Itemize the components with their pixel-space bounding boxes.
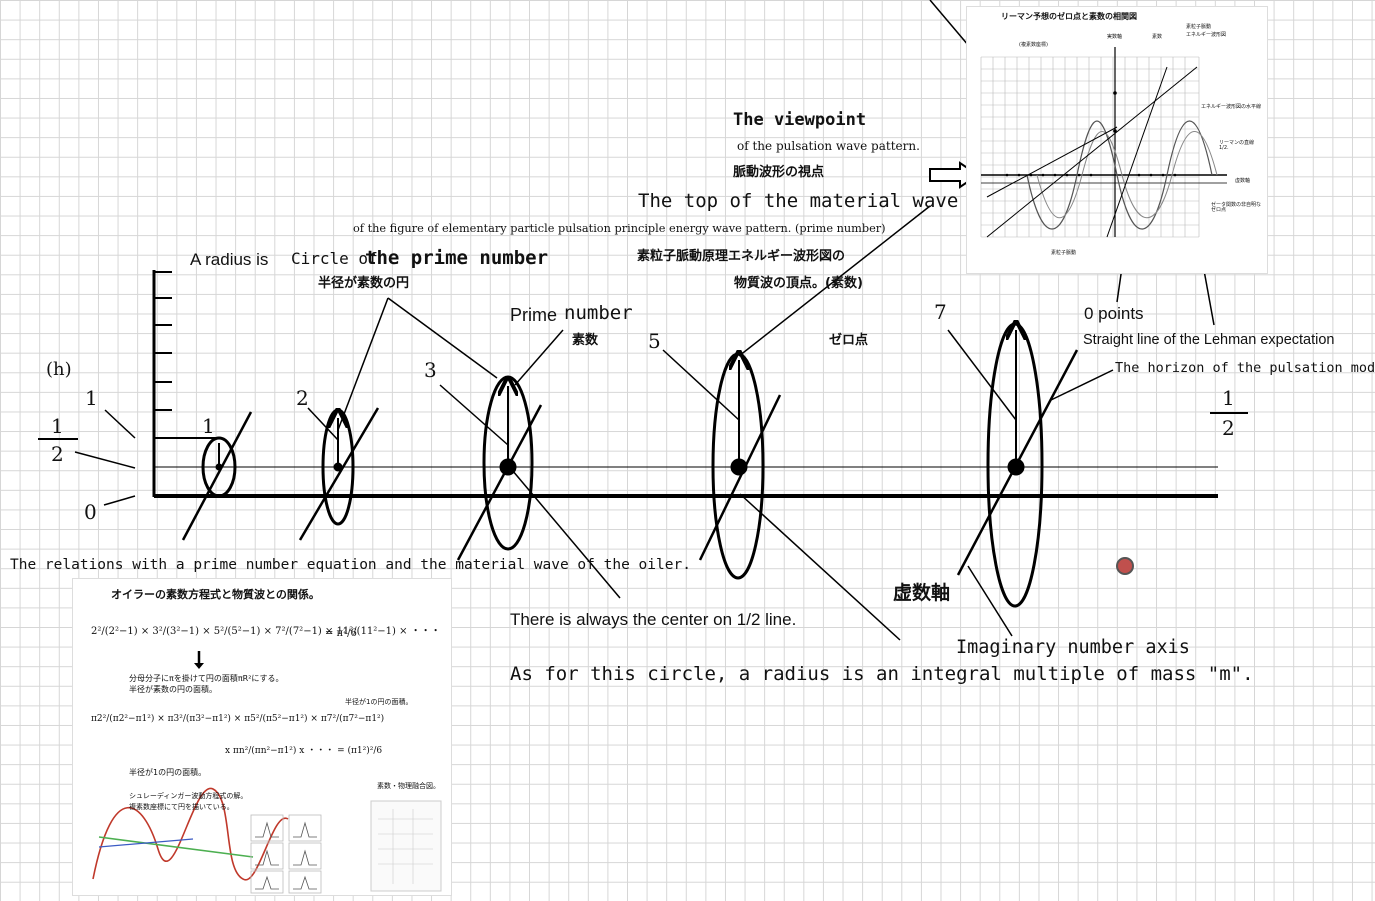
euler-title: オイラーの素数方程式と物質波との関係。 [111,588,320,601]
radius-label-5: 5 [648,329,661,353]
euler-eq1-rhs: = π²/6 [325,628,357,639]
y-ticks [154,271,172,439]
imaginary-axis-label: Imaginary number axis [956,637,1190,658]
right-half-num: 1 [1222,386,1235,410]
inset-particle: 素粒子脈動 [1186,24,1212,30]
y-tick-0: 0 [84,500,97,524]
euler-note1: 分母分子にπを掛けて円の面積πR²にする。 [129,674,284,683]
euler-eq2: π2²/(π2²−π1²) × π3²/(π3²−π1²) × π5²/(π5²… [91,714,385,724]
circle-radius-1 [167,411,253,541]
viewpoint-title: The viewpoint [733,110,867,130]
euler-note4: 半径が1の円の面積。 [129,768,207,777]
euler-fusion: 素数・物理融合図。 [377,782,440,790]
euler-eq3: x πn²/(πn²−π1²) x ・・・ = (π1²)²/6 [225,746,383,756]
horizon-label: The horizon of the pulsation model [1115,360,1375,376]
inset-particle2: 素粒子脈動 [1051,250,1077,256]
right-half-den: 2 [1222,416,1235,440]
circle-radius-5 [662,349,782,580]
euler-schrodinger2: 複素数座標にて円を描いている。 [129,803,234,811]
circle-radius-2 [298,407,380,541]
euler-inset: オイラーの素数方程式と物質波との関係。 2²/(2²−1) × 3²/(3²−1… [72,578,452,896]
sosu-jp: 素数 [572,333,599,348]
red-dot [1116,557,1134,575]
inset-zeta: ゼータ関数の非自明なゼロ点 [1211,202,1262,213]
lehman-line: Straight line of the Lehman expectation [1083,332,1335,348]
viewpoint-sub: of the pulsation wave pattern. [737,139,920,153]
inset-energy: エネルギー波形図 [1186,32,1227,38]
top-wave-jp2: 物質波の頂点。(素数) [734,276,863,291]
euler-note2: 半径が素数の円の面積。 [129,685,217,694]
viewpoint-jp: 脈動波形の視点 [733,165,825,180]
top-wave-sub: of the figure of elementary particle pul… [353,222,886,235]
radius-label-1: 1 [202,414,215,438]
euler-note3: 半径が1の円の面積。 [345,698,413,706]
inset-sosu: 素数 [1152,34,1163,40]
euler-schrodinger1: シュレーディンガー波動方程式の解。 [129,792,248,800]
radius-prefix: A radius is [190,250,269,269]
center-line-text: There is always the center on 1/2 line. [510,610,797,629]
prime-word: Prime [510,305,558,325]
radius-label-7: 7 [934,300,947,324]
radius-jp: 半径が素数の円 [318,276,410,291]
zero-jp: ゼロ点 [829,333,869,348]
circle-radius-3 [439,375,543,561]
riemann-inset: リーマン予想のゼロ点と素数の相関図 (複素数座標) 実数軸 素数 素粒子脈動 エ… [966,6,1268,274]
y-tick-1: 1 [85,386,98,410]
top-wave-title: The top of the material wave [638,190,959,212]
h-label: (h) [46,359,72,380]
y-half-den: 2 [51,442,64,466]
number-word: number [564,302,633,324]
top-wave-jp1: 素粒子脈動原理エネルギー波形図の [637,249,846,264]
euler-eq1-lhs: 2²/(2²−1) × 3²/(3²−1) × 5²/(5²−1) × 7²/(… [91,626,441,637]
zero-points: 0 points [1084,304,1144,323]
relations-text: The relations with a prime number equati… [10,557,691,573]
circle-of: Circle of [291,249,378,268]
integral-text: As for this circle, a radius is an integ… [510,663,1254,685]
y-half-num: 1 [51,414,64,438]
radius-label-2: 2 [296,386,309,410]
inset-energy-level: エネルギー波形図の水平線 [1201,104,1262,110]
kyosu-jp: 虚数軸 [893,582,951,604]
circle-radius-7 [947,324,1079,608]
inset-title: リーマン予想のゼロ点と素数の相関図 [1001,12,1137,21]
inset-coord: (複素数座標) [1019,42,1048,48]
inset-imag: 虚数軸 [1235,178,1251,184]
radius-label-3: 3 [424,358,437,382]
inset-riemann: リーマンの直線 1/2. [1219,140,1255,151]
inset-real-axis: 実数軸 [1107,34,1123,40]
prime-number-bold: the prime number [365,247,549,269]
